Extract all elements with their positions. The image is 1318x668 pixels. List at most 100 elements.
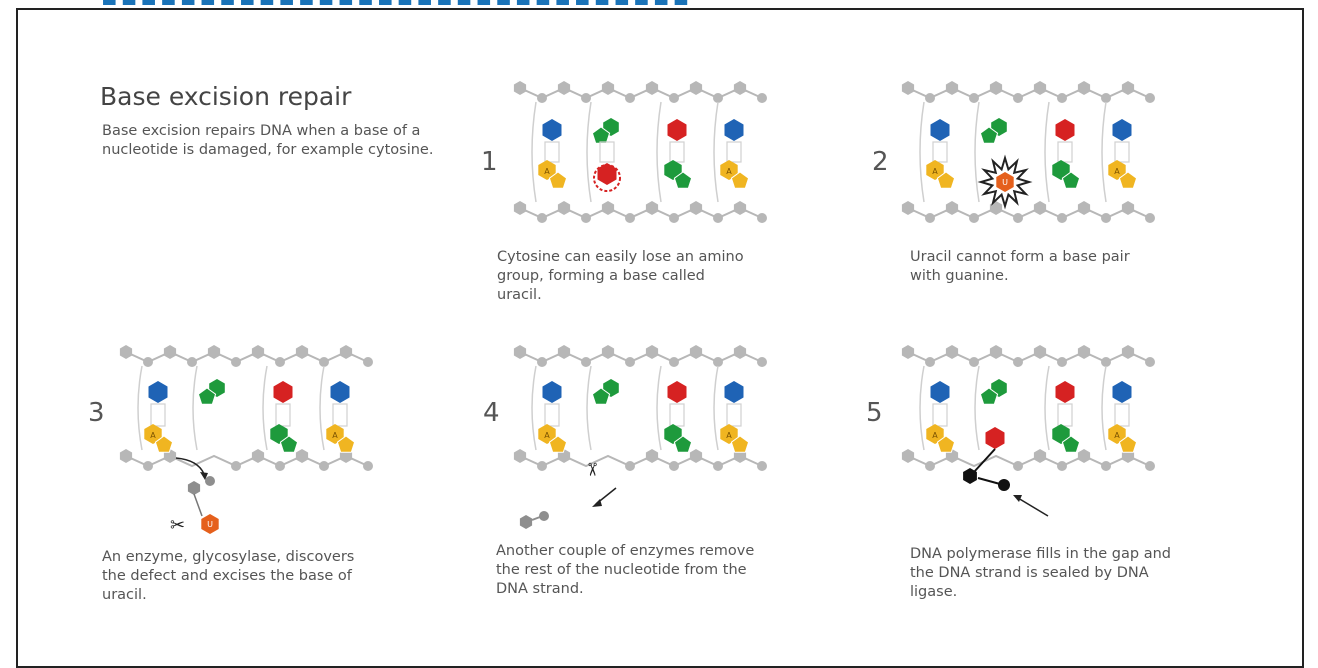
step-5-caption: DNA polymerase fills in the gap and the … xyxy=(910,546,1171,600)
base-blue xyxy=(1112,381,1132,403)
bottom-backbone-phosphate xyxy=(669,213,679,223)
damaged-cytosine-marker xyxy=(593,164,621,192)
hydrogen-bond xyxy=(1114,403,1130,427)
top-backbone-phosphate xyxy=(625,93,635,103)
top-backbone-phosphate xyxy=(1013,93,1023,103)
top-backbone-phosphate xyxy=(537,357,547,367)
uracil-label: U xyxy=(1002,178,1008,187)
bottom-backbone-phosphate xyxy=(319,461,329,471)
hydrogen-bond xyxy=(1114,141,1130,163)
bottom-backbone-sugar xyxy=(295,449,309,463)
bottom-backbone-sugar xyxy=(689,449,703,463)
top-backbone-phosphate xyxy=(713,357,723,367)
backbone-link xyxy=(192,365,198,451)
top-backbone-phosphate xyxy=(625,357,635,367)
top-backbone-phosphate xyxy=(925,357,935,367)
base-blue xyxy=(330,381,350,403)
top-backbone-sugar xyxy=(601,81,615,95)
top-backbone-sugar xyxy=(945,345,959,359)
base-blue xyxy=(542,381,562,403)
base-green xyxy=(664,424,682,444)
inserted-sugar xyxy=(963,468,977,484)
base-green xyxy=(673,435,693,453)
top-backbone-sugar xyxy=(207,345,221,359)
new-cytosine-base xyxy=(985,427,1005,449)
arrow-head xyxy=(592,499,602,507)
bottom-backbone-sugar xyxy=(901,449,915,463)
bottom-backbone-phosphate xyxy=(1013,461,1023,471)
bottom-backbone-strand xyxy=(125,454,369,468)
top-backbone-sugar xyxy=(557,345,571,359)
base-red xyxy=(597,163,617,185)
step-4-number: 4 xyxy=(483,398,500,428)
base-blue xyxy=(724,119,744,141)
step-2-number: 2 xyxy=(872,147,889,177)
top-backbone-sugar xyxy=(339,345,353,359)
hydrogen-bond xyxy=(1057,141,1073,163)
base-adenine xyxy=(1118,171,1138,189)
base-adenine xyxy=(1108,160,1126,180)
hydrogen-bond xyxy=(1057,403,1073,427)
removed-phosphate xyxy=(539,511,549,521)
base-green xyxy=(664,160,682,180)
bottom-backbone-sugar xyxy=(645,201,659,215)
base-adenine xyxy=(538,424,556,444)
base-green xyxy=(673,171,693,189)
hydrogen-bond xyxy=(726,141,742,163)
bottom-backbone-phosphate xyxy=(757,461,767,471)
bottom-backbone-strand xyxy=(519,206,763,220)
bottom-backbone-phosphate xyxy=(713,461,723,471)
hydrogen-bond xyxy=(150,403,166,427)
top-backbone-sugar xyxy=(733,345,747,359)
arrow-head xyxy=(1013,495,1022,502)
detached-sugar xyxy=(187,481,201,495)
top-backbone-sugar xyxy=(163,345,177,359)
uracil-label: U xyxy=(207,520,213,529)
base-green xyxy=(979,387,999,405)
base-blue xyxy=(930,119,950,141)
backbone-link xyxy=(919,101,925,203)
base-adenine xyxy=(936,171,956,189)
backbone-link xyxy=(974,101,980,203)
figure-title: Base excision repair xyxy=(100,82,352,111)
ligase-arrow xyxy=(1017,497,1049,517)
bottom-backbone-phosphate xyxy=(1013,213,1023,223)
top-backbone-sugar xyxy=(989,345,1003,359)
top-backbone-sugar xyxy=(989,81,1003,95)
backbone-link xyxy=(1044,101,1050,203)
bottom-backbone-sugar xyxy=(119,449,133,463)
adenine-label: A xyxy=(726,431,732,440)
top-backbone-phosphate xyxy=(669,357,679,367)
adenine-label: A xyxy=(932,167,938,176)
top-backbone-phosphate xyxy=(143,357,153,367)
hydrogen-bond xyxy=(599,141,615,163)
top-backbone-phosphate xyxy=(1101,357,1111,367)
removed-sugar xyxy=(519,515,533,529)
top-backbone-strand xyxy=(519,350,763,364)
hydrogen-bond xyxy=(544,403,560,427)
top-backbone-phosphate xyxy=(1057,357,1067,367)
top-backbone-phosphate xyxy=(363,357,373,367)
step-5-number: 5 xyxy=(866,398,883,428)
backbone-link xyxy=(1044,365,1050,451)
scissors-icon: ✂ xyxy=(581,462,602,477)
base-uracil xyxy=(201,514,219,534)
adenine-label: A xyxy=(726,167,732,176)
hydrogen-bond xyxy=(275,403,291,427)
top-backbone-sugar xyxy=(901,345,915,359)
base-green xyxy=(1052,160,1070,180)
step-3-caption: An enzyme, glycosylase, discovers the de… xyxy=(102,549,355,603)
top-backbone-phosphate xyxy=(581,93,591,103)
bottom-backbone-phosphate xyxy=(1145,213,1155,223)
inserted-phosphate xyxy=(998,479,1010,491)
inserted-bond xyxy=(977,477,1001,485)
top-backbone-strand xyxy=(907,350,1151,364)
hydrogen-bond xyxy=(726,403,742,427)
base-adenine xyxy=(720,160,738,180)
base-blue xyxy=(542,119,562,141)
base-adenine xyxy=(336,435,356,453)
base-red xyxy=(667,381,687,403)
arrow-head xyxy=(200,472,208,480)
bottom-backbone-strand xyxy=(519,454,763,468)
